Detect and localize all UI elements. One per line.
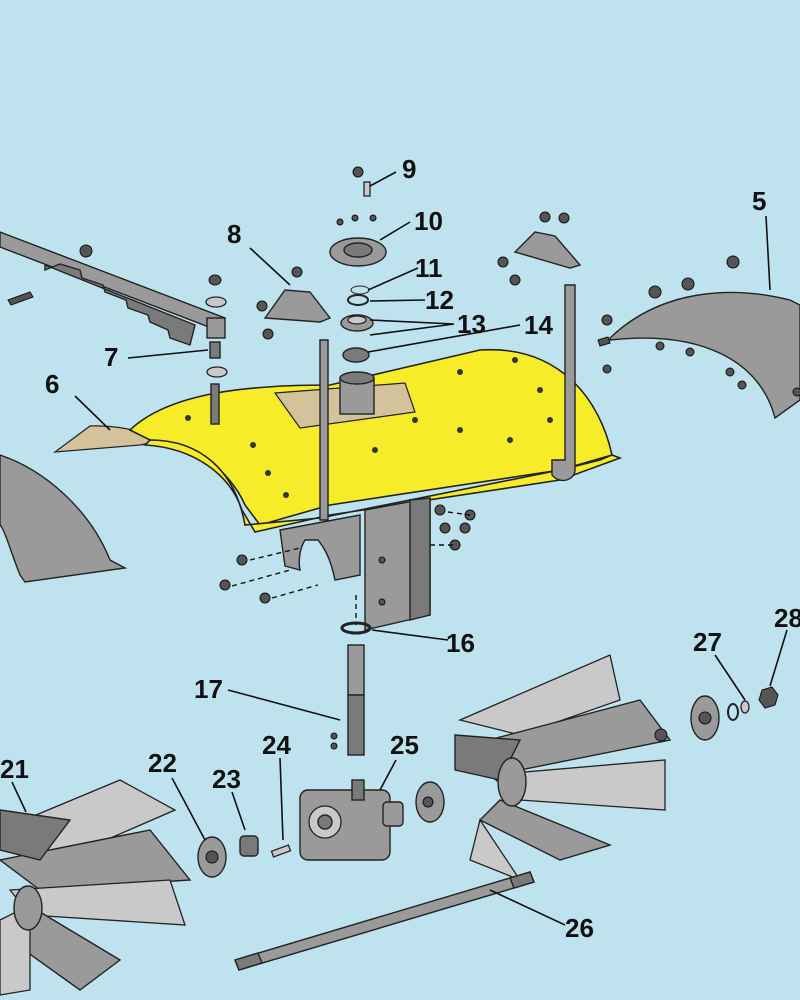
right-tines: [454, 654, 672, 882]
part-6-left-shield: [0, 425, 168, 583]
part-23-bushing: [239, 835, 259, 857]
part-21-left-tines: [0, 779, 192, 996]
part-28-nut: [758, 686, 779, 709]
part-25-gearbox: [299, 779, 445, 861]
shield-bolts: [601, 255, 800, 397]
pulley-assembly: [329, 166, 387, 363]
callout-21: 21: [0, 754, 29, 784]
callout-9: 9: [402, 154, 416, 184]
callout-23: 23: [212, 764, 241, 794]
drag-bar: [0, 231, 226, 346]
main-tine-hood: [128, 348, 623, 533]
callout-24: 24: [262, 730, 291, 760]
hood-holes: [185, 357, 553, 498]
support-rods: [319, 284, 576, 521]
callout-28: 28: [774, 603, 800, 633]
callout-5: 5: [752, 186, 766, 216]
hood-bracket: [219, 497, 476, 631]
part-17-shaft: [330, 644, 365, 756]
leader-lines: [11, 171, 788, 926]
callout-11: 11: [415, 253, 443, 283]
callout-17: 17: [194, 674, 223, 704]
callout-26: 26: [565, 913, 594, 943]
callout-14: 14: [524, 310, 553, 340]
part-26-axle: [234, 871, 535, 971]
callout-22: 22: [148, 748, 177, 778]
part-24-pin: [270, 844, 292, 858]
part-8-bracket: [256, 211, 582, 340]
part-27-hub: [654, 695, 750, 742]
part-5-right-shield: [597, 255, 800, 420]
part-22-hub: [197, 836, 227, 878]
callout-13: 13: [457, 309, 486, 339]
callout-27: 27: [693, 627, 722, 657]
callout-7: 7: [104, 342, 118, 372]
callout-25: 25: [390, 730, 419, 760]
callout-8: 8: [227, 219, 241, 249]
callout-labels: 5 6 7 8 9 10 11 12 13 14 16 17 21 22 23 …: [0, 154, 800, 943]
callout-6: 6: [45, 369, 59, 399]
part-7-stud-stack: [205, 274, 228, 425]
callout-10: 10: [414, 206, 443, 236]
callout-16: 16: [446, 628, 475, 658]
callout-12: 12: [425, 285, 454, 315]
